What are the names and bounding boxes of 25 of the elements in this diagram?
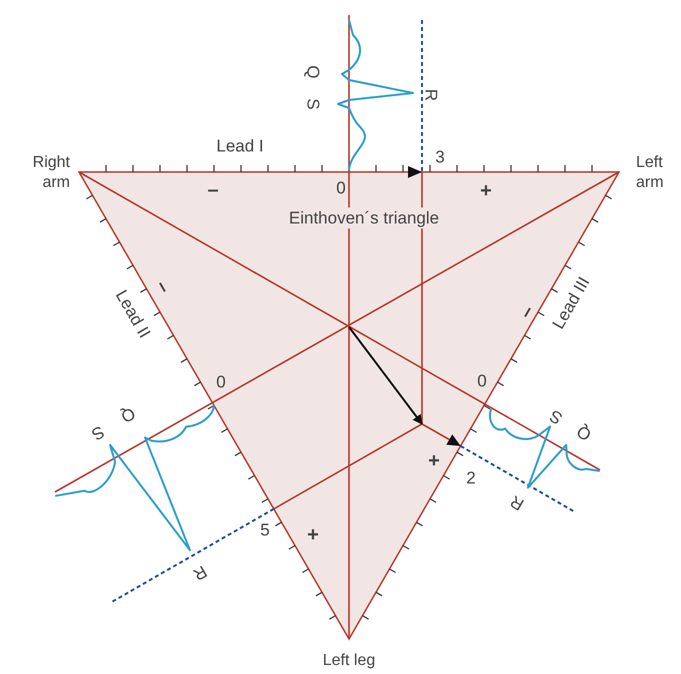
wave-point-label: R [507, 492, 527, 514]
wave-point-label: Q [304, 65, 322, 79]
wave-point-label: S [546, 406, 566, 428]
polarity-sign: + [428, 451, 440, 471]
wave-point-label: R [422, 88, 440, 102]
scale-number: 0 [477, 372, 487, 390]
scale-number: 0 [336, 180, 346, 196]
polarity-sign: – [516, 302, 538, 322]
polarity-sign: – [207, 180, 219, 200]
lead-label: Lead I [216, 138, 264, 154]
wave-point-label: S [304, 98, 322, 110]
polarity-sign: + [307, 525, 319, 545]
limb-label: Left leg [322, 651, 376, 671]
limb-label: Right arm [32, 153, 70, 193]
scale-number: 5 [260, 522, 270, 538]
wave-point-label: S [88, 422, 108, 444]
scale-number: 0 [216, 374, 226, 390]
scale-number: 2 [466, 470, 476, 486]
wave-point-label: Q [118, 404, 138, 426]
polarity-sign: – [152, 277, 174, 297]
polarity-sign: + [480, 181, 492, 201]
wave-point-label: R [190, 562, 210, 584]
limb-label: Left arm [636, 153, 665, 193]
scale-number: 3 [435, 148, 445, 166]
wave-point-label: Q [574, 422, 594, 444]
